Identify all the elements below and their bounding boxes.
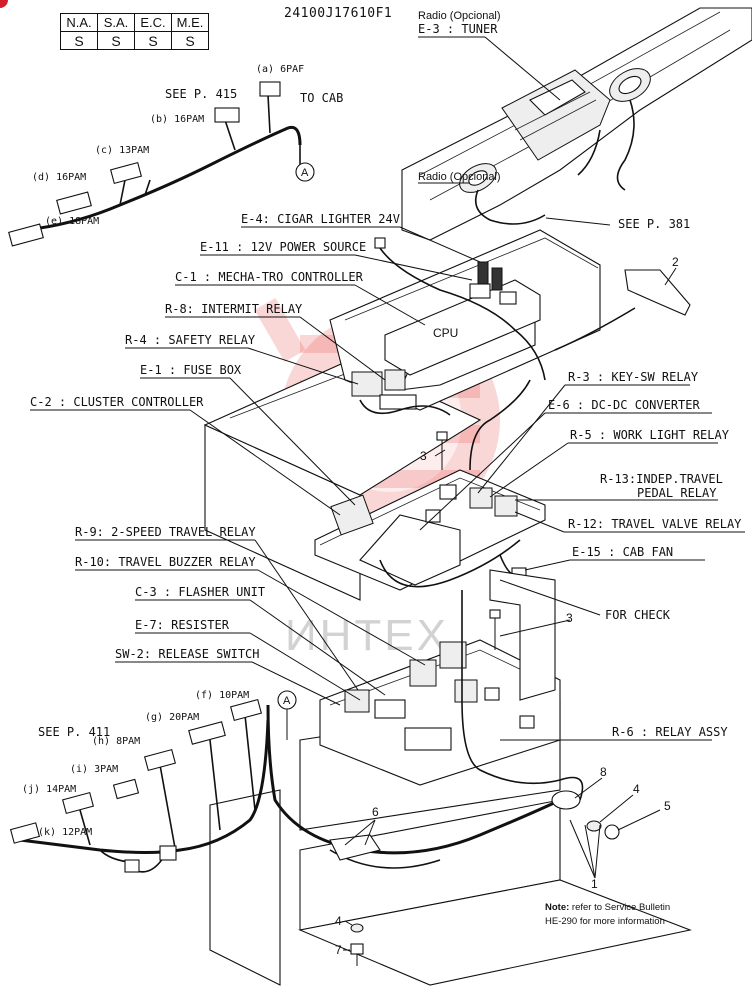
item-8: 8: [600, 765, 607, 779]
clamp-6: [329, 834, 381, 861]
connector-b-16pam: [214, 107, 240, 123]
connector-f-10pam: [229, 698, 263, 722]
note-text-1: refer to Service Bulletin: [569, 902, 670, 913]
label-connector-f: (f) 10PAM: [195, 690, 249, 701]
connector-e-18pam: [8, 223, 44, 247]
label-connector-i: (i) 3PAM: [70, 764, 118, 775]
label-work-light: R-5 : WORK LIGHT RELAY: [570, 428, 730, 442]
label-connector-a: (a) 6PAF: [256, 64, 304, 75]
label-cab-fan: E-15 : CAB FAN: [572, 545, 673, 559]
label-connector-d: (d) 16PAM: [32, 172, 86, 183]
label-release-switch: SW-2: RELEASE SWITCH: [115, 647, 260, 661]
label-radio-opcional: Radio (Opcional): [418, 10, 501, 22]
spec-table: N.A. S.A. E.C. M.E. S S S S: [60, 13, 209, 50]
item-7: 7: [335, 943, 342, 957]
label-mechatro: C-1 : MECHA-TRO CONTROLLER: [175, 270, 364, 284]
leader-lines: [30, 36, 745, 951]
label-travel-valve: R-12: TRAVEL VALVE RELAY: [568, 517, 742, 531]
item-2: 2: [672, 255, 679, 269]
label-connector-g: (g) 20PAM: [145, 712, 199, 723]
label-connector-j: (j) 14PAM: [22, 784, 76, 795]
label-intermit-relay: R-8: INTERMIT RELAY: [165, 302, 303, 316]
drawing-code: 24100J17610F1: [284, 6, 393, 21]
label-indep-travel-2: PEDAL RELAY: [637, 486, 717, 500]
item-1: 1: [591, 877, 598, 891]
label-cluster-controller: C-2 : CLUSTER CONTROLLER: [30, 395, 204, 409]
label-fuse-box: E-1 : FUSE BOX: [140, 363, 242, 377]
label-tuner: E-3 : TUNER: [418, 22, 498, 36]
spec-header-me: M.E.: [171, 13, 209, 32]
label-flasher: C-3 : FLASHER UNIT: [135, 585, 265, 599]
label-for-check: FOR CHECK: [605, 608, 671, 622]
label-radio-opcional-2: Radio (Opcional): [418, 171, 501, 183]
connector-c-13pam: [109, 161, 143, 185]
label-see-411: SEE P. 411: [38, 725, 110, 739]
label-power-source: E-11 : 12V POWER SOURCE: [200, 240, 366, 254]
item-4-bottom: 4: [335, 914, 342, 928]
item-6: 6: [372, 805, 379, 819]
label-key-sw-relay: R-3 : KEY-SW RELAY: [568, 370, 699, 384]
label-to-cab: TO CAB: [300, 91, 343, 105]
connector-i-3pam: [112, 778, 140, 800]
note-line-2: HE-290 for more information: [545, 916, 665, 927]
connector-h-8pam: [143, 748, 177, 772]
ref-a-top-text: A: [301, 167, 309, 179]
label-connector-e: (e) 18PAM: [45, 216, 99, 227]
item-4-right: 4: [633, 782, 640, 796]
label-see-415: SEE P. 415: [165, 87, 237, 101]
item-3-upper: 3: [420, 449, 427, 463]
label-two-speed: R-9: 2-SPEED TRAVEL RELAY: [75, 525, 256, 539]
label-dcdc: E-6 : DC-DC CONVERTER: [548, 398, 700, 412]
connector-g-20pam: [188, 721, 226, 745]
ref-a-bottom-text: A: [283, 695, 291, 707]
connector-k-12pam: [9, 822, 41, 844]
connector-j-14pam: [61, 791, 95, 815]
label-resister: E-7: RESISTER: [135, 618, 230, 632]
harness-lower: [9, 690, 297, 873]
label-buzzer: R-10: TRAVEL BUZZER RELAY: [75, 555, 256, 569]
watermark-text: ИНТЕХ: [285, 611, 449, 660]
harness-upper: [8, 81, 315, 247]
connector-a-6paf: [259, 81, 281, 97]
relay-plate-mid: [314, 379, 546, 591]
callout-labels: Radio (Opcional) E-3 : TUNER Radio (Opci…: [22, 10, 742, 957]
item-5: 5: [664, 799, 671, 813]
label-see-381: SEE P. 381: [618, 217, 690, 231]
label-relay-assy: R-6 : RELAY ASSY: [612, 725, 728, 739]
ref-marker-a-top: [295, 162, 315, 182]
label-connector-h: (h) 8PAM: [92, 736, 140, 747]
item-3-lower: 3: [566, 611, 573, 625]
corner-mark: [0, 0, 8, 8]
label-safety-relay: R-4 : SAFETY RELAY: [125, 333, 256, 347]
relay-assy-lower: [209, 569, 692, 986]
label-connector-b: (b) 16PAM: [150, 114, 204, 125]
label-cigar-lighter: E-4: CIGAR LIGHTER 24V: [241, 212, 400, 226]
label-connector-k: (k) 12PAM: [38, 827, 92, 838]
console-housing: CPU: [203, 229, 691, 601]
note-bold: Note:: [545, 902, 569, 913]
cpu-label: CPU: [433, 326, 458, 340]
label-indep-travel-1: R-13:INDEP.TRAVEL: [600, 472, 723, 486]
note-line-1: Note: refer to Service Bulletin: [545, 902, 670, 913]
spec-value-me: S: [171, 31, 209, 50]
dashboard-console: [401, 7, 752, 241]
label-connector-c: (c) 13PAM: [95, 145, 149, 156]
connector-d-16pam: [56, 191, 92, 215]
